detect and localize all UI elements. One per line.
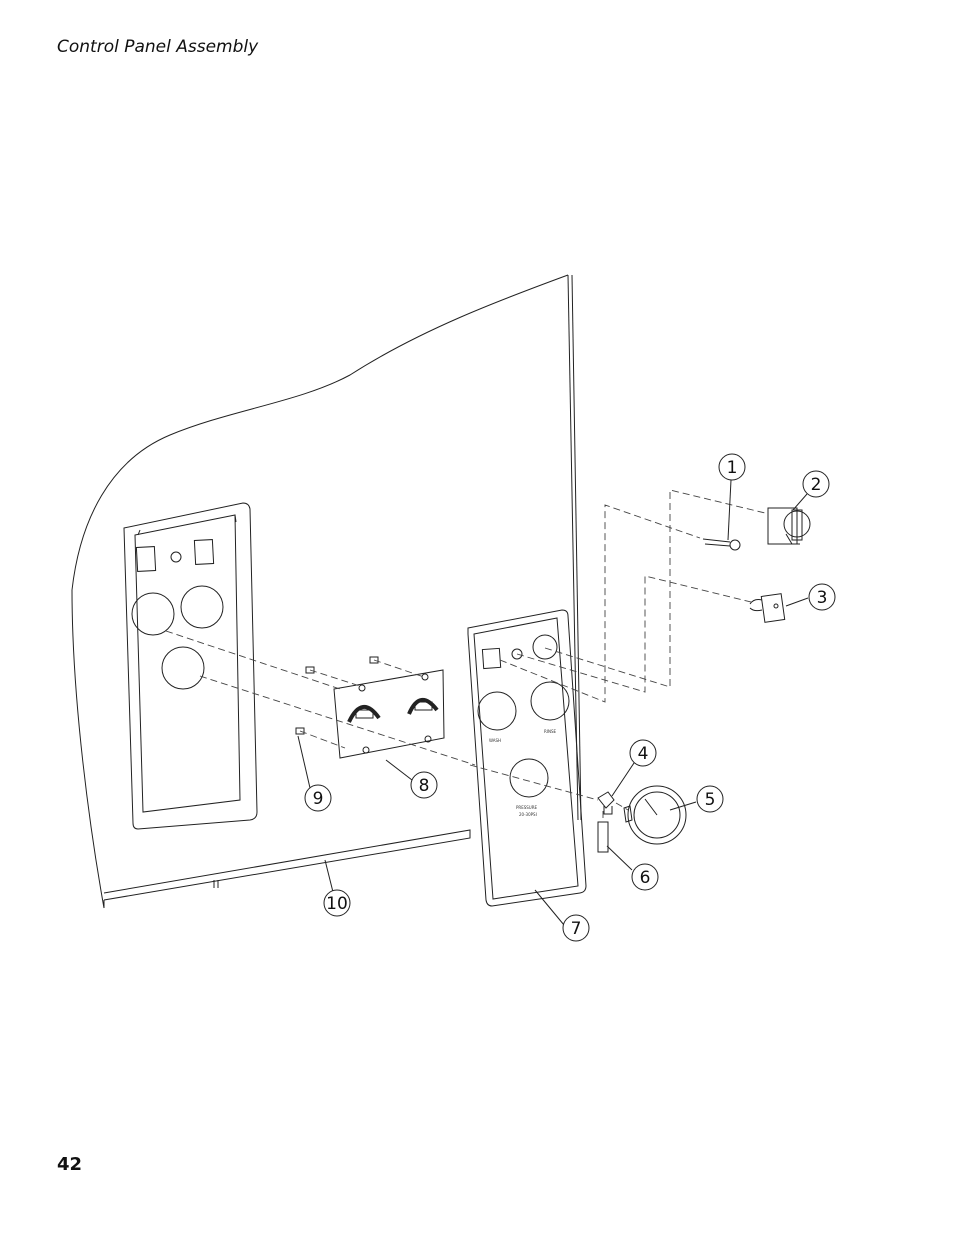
machine-body [71,274,582,909]
left-panel-frame [123,502,258,830]
callout-4: 4 [638,744,649,764]
wash-label: WASH [489,738,501,743]
callout-7: 7 [571,919,582,939]
callout-2: 2 [811,475,822,495]
callout-9: 9 [313,789,324,809]
callout-10: 10 [326,894,348,914]
callout-3: 3 [817,588,828,608]
callout-1: 1 [727,458,738,478]
indicator-light [702,538,741,551]
callout-5: 5 [705,790,716,810]
elbow-fitting [597,791,615,815]
front-panel [467,609,587,907]
pressure-label: PRESSURE [516,805,538,810]
screws [295,656,379,735]
page-title: Control Panel Assembly [57,37,259,57]
callout-8: 8 [419,776,430,796]
nipple-fitting [597,821,609,853]
gauge-plate [333,669,445,759]
pressure-gauge [623,785,687,845]
callout-6: 6 [640,868,651,888]
rinse-label: RINSE [544,729,556,734]
psi-label: 20-30PSI [519,812,537,817]
page-number: 42 [57,1154,83,1175]
selector-switch [767,507,811,545]
rocker-switch [749,593,786,623]
